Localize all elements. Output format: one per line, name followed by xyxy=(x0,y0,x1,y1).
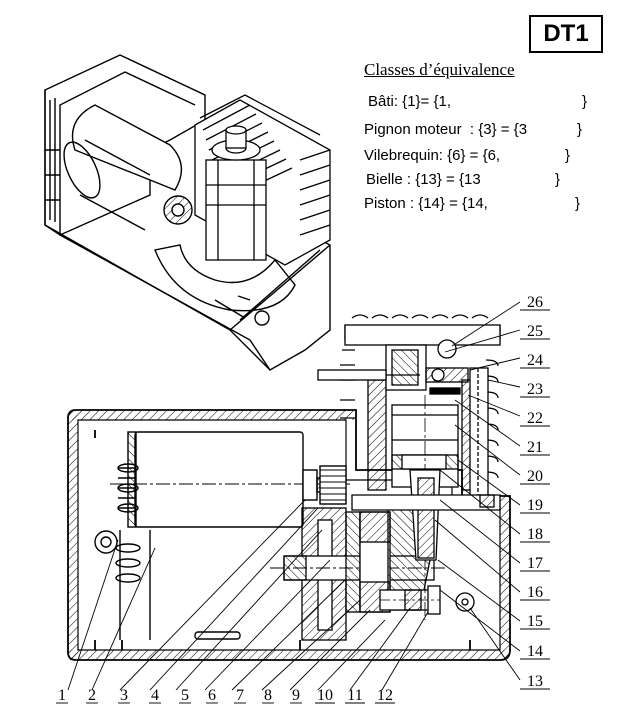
label-part-17: 17 xyxy=(527,555,543,572)
eq-close-bati: } xyxy=(582,93,588,110)
label-part-18: 18 xyxy=(527,526,543,543)
label-part-4: 4 xyxy=(151,687,159,704)
label-part-1: 1 xyxy=(58,687,66,704)
label-part-19: 19 xyxy=(527,497,543,514)
label-part-25: 25 xyxy=(527,323,543,340)
section-cylinder xyxy=(317,314,501,620)
eq-close-pignon: } xyxy=(577,121,583,138)
label-part-20: 20 xyxy=(527,468,543,485)
label-part-10: 10 xyxy=(317,687,333,704)
iso-cylinder-head xyxy=(194,94,331,266)
label-part-12: 12 xyxy=(377,687,393,704)
label-part-23: 23 xyxy=(527,381,543,398)
leader-lines xyxy=(67,301,521,691)
equivalence-title: Classes d’équivalence xyxy=(364,60,515,79)
eq-close-vilebrequin: } xyxy=(565,147,571,164)
label-part-8: 8 xyxy=(264,687,272,704)
label-part-7: 7 xyxy=(236,687,244,704)
label-part-5: 5 xyxy=(181,687,189,704)
section-frame xyxy=(67,409,511,661)
right-label-underlines xyxy=(520,309,550,690)
eq-line-bielle: Bielle : {13} = {13 xyxy=(366,171,481,188)
label-part-9: 9 xyxy=(292,687,300,704)
label-part-14: 14 xyxy=(527,643,543,660)
label-part-22: 22 xyxy=(527,410,543,427)
document-badge: DT1 xyxy=(529,15,603,53)
label-part-13: 13 xyxy=(527,673,543,690)
eq-line-vilebrequin: Vilebrequin: {6} = {6, xyxy=(364,147,501,164)
label-part-6: 6 xyxy=(208,687,216,704)
eq-line-pignon: Pignon moteur : {3} = {3 xyxy=(364,121,528,138)
label-part-21: 21 xyxy=(527,439,543,456)
label-part-11: 11 xyxy=(347,687,362,704)
label-part-24: 24 xyxy=(527,352,543,369)
bottom-part-labels: 1 2 3 4 5 6 7 8 9 10 11 12 xyxy=(58,687,393,704)
label-part-16: 16 xyxy=(527,584,543,601)
section-crank-assembly xyxy=(270,499,475,641)
iso-housing xyxy=(44,54,331,371)
label-part-2: 2 xyxy=(88,687,96,704)
right-part-labels: 26 25 24 23 22 21 20 19 18 17 16 15 14 1… xyxy=(527,294,543,690)
label-part-26: 26 xyxy=(527,294,543,311)
eq-line-piston: Piston : {14} = {14, xyxy=(364,195,488,212)
label-part-3: 3 xyxy=(120,687,128,704)
eq-close-piston: } xyxy=(575,195,581,212)
label-part-15: 15 xyxy=(527,613,543,630)
section-motor xyxy=(94,431,350,640)
eq-close-bielle: } xyxy=(555,171,561,188)
eq-line-bati: Bâti: {1}= {1, xyxy=(368,93,451,110)
